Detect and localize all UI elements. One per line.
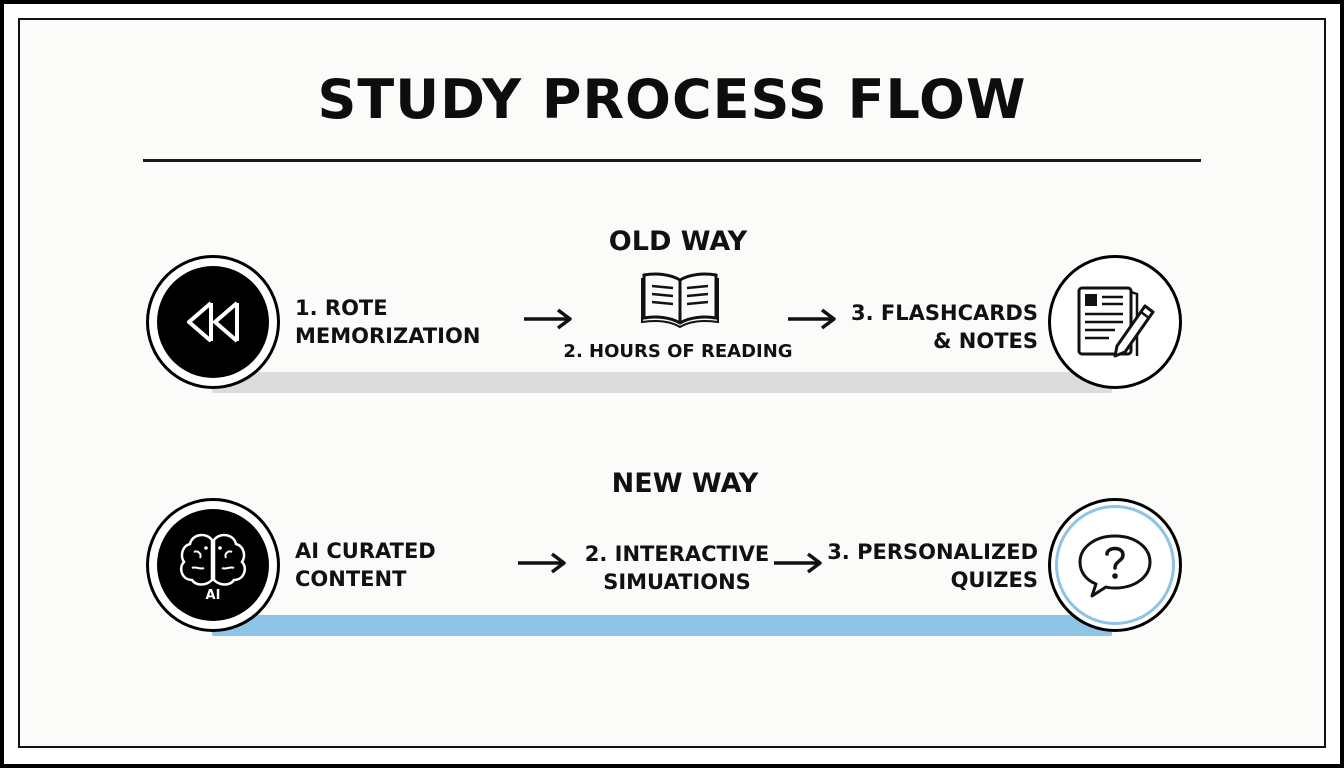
arrow-right-icon [788,308,836,330]
old-step-2-label: 2. HOURS OF READING [563,341,793,362]
new-step-1-label: AI CURATED CONTENT [295,539,436,591]
old-way-label: OLD WAY [608,226,748,257]
title-divider [143,159,1201,162]
new-way-track [212,615,1112,636]
old-step-3-circle [1048,255,1182,389]
new-way-label: NEW WAY [611,468,759,499]
arrow-right-icon [518,552,566,574]
new-step-1-circle: AI [146,498,280,632]
rewind-icon [187,301,239,343]
new-step-3-label: 3. PERSONALIZED QUIZES [827,540,1038,592]
ai-brain-label: AI [206,588,221,603]
old-way-track [212,372,1112,393]
ai-brain-icon: AI [180,533,246,603]
old-step-3-label: 3. FLASHCARDS & NOTES [851,301,1038,353]
notes-pencil-icon [1077,286,1155,358]
arrow-right-icon [774,552,822,574]
old-step-1-label: 1. ROTE MEMORIZATION [295,296,481,348]
new-step-2-label: 2. INTERACTIVE SIMUATIONS [584,542,770,594]
old-step-1-circle [146,255,280,389]
new-step-3-circle [1048,498,1182,632]
page-title: STUDY PROCESS FLOW [317,68,1027,131]
open-book-icon [641,272,719,329]
question-bubble-icon [1078,534,1152,598]
arrow-right-icon [524,308,572,330]
